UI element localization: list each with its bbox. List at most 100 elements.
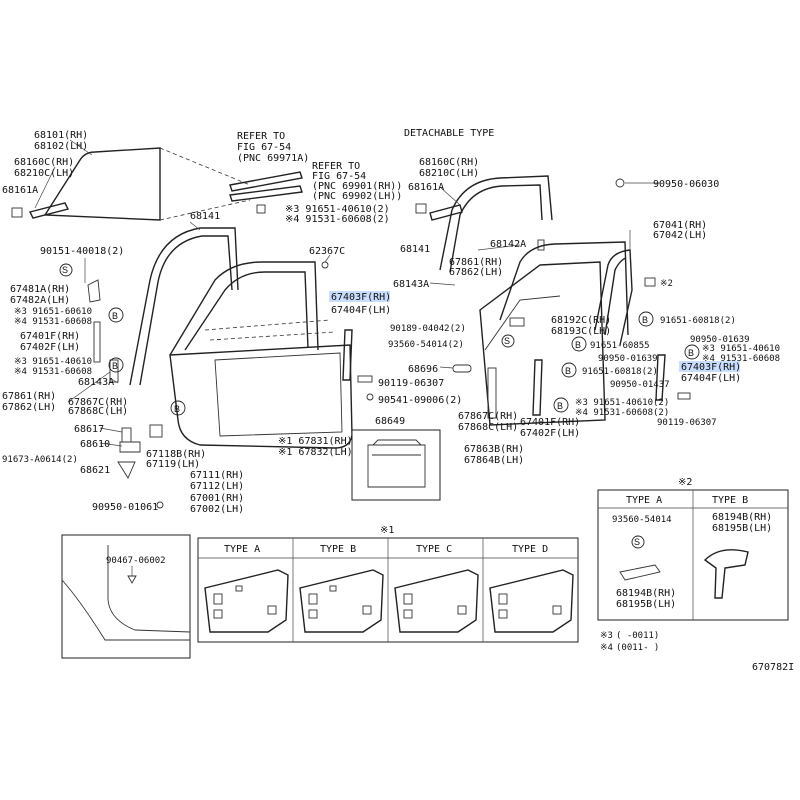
part-label[interactable]: ※2 [660, 279, 673, 289]
r-bracket-68192c [509, 317, 525, 327]
part-label[interactable]: ※4 91531-60608(2) [575, 408, 669, 418]
part-label[interactable]: 90950-01061 [92, 502, 158, 513]
part-label[interactable]: 67863B(RH) [464, 444, 524, 455]
part-label[interactable]: ※4 91531-60608 [702, 354, 780, 364]
part-label[interactable]: 67001(RH) [190, 493, 244, 504]
r-hinge-note2 [644, 277, 656, 287]
part-label[interactable]: 68194B(RH) [616, 588, 676, 599]
part-label[interactable]: 67111(RH) [190, 470, 244, 481]
part-label[interactable]: 68194B(RH) [712, 512, 772, 523]
part-label[interactable]: 67041(RH) [653, 220, 707, 231]
part-label[interactable]: 67119(LH) [146, 459, 200, 470]
part-label[interactable]: 68161A [2, 185, 38, 196]
type-a-header: TYPE A [224, 544, 260, 555]
part-label-highlighted[interactable]: 67403F(RH) [681, 362, 741, 373]
part-label[interactable]: 90189-04042(2) [390, 324, 466, 334]
part-label[interactable]: ※4 91531-60608(2) [285, 214, 390, 225]
part-label[interactable]: 67861(RH) [2, 391, 56, 402]
part-label[interactable]: 67867C(RH) [68, 397, 128, 408]
part-label[interactable]: 91651-60855 [590, 341, 650, 351]
part-label[interactable]: 67118B(RH) [146, 449, 206, 460]
part-label[interactable]: 68649 [375, 416, 405, 427]
detachable-type-title: DETACHABLE TYPE [404, 128, 494, 139]
part-label[interactable]: ※3 91651-60610 [14, 307, 92, 317]
part-label[interactable]: 67481A(RH) [10, 284, 70, 295]
part-label[interactable]: 68193C(LH) [551, 326, 611, 337]
part-label[interactable]: 67404F(LH) [681, 373, 741, 384]
part-label[interactable]: 68161A [408, 182, 444, 193]
marker-b-5-text: B [565, 366, 571, 376]
highlight-box-right [679, 361, 740, 372]
part-label[interactable]: 68102(LH) [34, 141, 88, 152]
part-label[interactable]: 67112(LH) [190, 481, 244, 492]
part-label[interactable]: ※4 91531-60608 [14, 367, 92, 377]
marker-b-4-text: B [575, 340, 581, 350]
left-part-labels: 68101(RH) 68102(LH) 68160C(RH) 68210C(LH… [2, 130, 462, 515]
part-label[interactable]: 93560-54014 [612, 515, 672, 525]
type-c-header: TYPE C [416, 544, 452, 555]
part-label[interactable]: ※1 67831(RH) [278, 436, 353, 447]
part-label[interactable]: 93560-54014(2) [388, 340, 464, 350]
right-part-labels: DETACHABLE TYPE 68160C(RH) 68210C(LH) 68… [388, 128, 780, 466]
hinge-type-a-icon [619, 564, 661, 581]
part-label[interactable]: 67002(LH) [190, 504, 244, 515]
part-label[interactable]: 68621 [80, 465, 110, 476]
part-label[interactable]: 68141 [400, 244, 430, 255]
part-label[interactable]: 62367C [309, 246, 345, 257]
part-label[interactable]: 91673-A0614(2) [2, 455, 78, 465]
clip-90541 [366, 393, 374, 401]
part-label[interactable]: 68142A [490, 239, 526, 250]
part-label[interactable]: 67867C(RH) [458, 411, 518, 422]
part-label[interactable]: 67402F(LH) [520, 428, 580, 439]
part-label[interactable]: ※3 91651-40610 [14, 357, 92, 367]
part-label[interactable]: ※4 91531-60608 [14, 317, 92, 327]
part-label[interactable]: 68192C(RH) [551, 315, 611, 326]
part-label[interactable]: 91651-60818(2) [582, 367, 658, 377]
part-label[interactable]: 90119-06307 [657, 418, 717, 428]
part-label[interactable]: 90467-06002 [106, 556, 166, 566]
part-label[interactable]: 68617 [74, 424, 104, 435]
part-label[interactable]: 68210C(LH) [419, 168, 479, 179]
part-label[interactable]: 67864B(LH) [464, 455, 524, 466]
part-label[interactable]: 67862(LH) [2, 402, 56, 413]
part-label[interactable]: 67862(LH) [449, 267, 503, 278]
part-label[interactable]: 68195B(LH) [616, 599, 676, 610]
part-label[interactable]: 67402F(LH) [20, 342, 80, 353]
refer-note-line: REFER TO [237, 131, 285, 142]
part-label[interactable]: 67861(RH) [449, 257, 503, 268]
part-label[interactable]: 68610 [80, 439, 110, 450]
part-label[interactable]: 90950-06030 [653, 179, 719, 190]
part-label[interactable]: 68195B(LH) [712, 523, 772, 534]
part-label[interactable]: 90119-06307 [378, 378, 444, 389]
r-regulator-67403f [655, 354, 666, 401]
part-label[interactable]: 67401F(RH) [520, 417, 580, 428]
part-label[interactable]: ※1 67832(LH) [278, 447, 353, 458]
part-label[interactable]: 68210C(LH) [14, 168, 74, 179]
part-label[interactable]: 67042(LH) [653, 230, 707, 241]
part-label[interactable]: 67868C(LH) [68, 406, 128, 417]
part-label[interactable]: ※3 91651-40610(2) [285, 204, 390, 215]
refer-strip-upper [229, 171, 303, 192]
part-label[interactable]: 68696 [408, 364, 438, 375]
part-label[interactable]: 68143A [78, 377, 114, 388]
part-label[interactable]: 90950-01639 [598, 354, 658, 364]
part-label[interactable]: 67868C(LH) [458, 422, 518, 433]
part-label[interactable]: 91651-60818(2) [660, 316, 736, 326]
part-label[interactable]: 67482A(LH) [10, 295, 70, 306]
part-label-highlighted[interactable]: 67403F(RH) [331, 292, 391, 303]
part-label[interactable]: 90950-01437 [610, 380, 670, 390]
part-label[interactable]: 67401F(RH) [20, 331, 80, 342]
type-b-header: TYPE B [320, 544, 356, 555]
part-label[interactable]: 67404F(LH) [331, 305, 391, 316]
part-label[interactable]: 68160C(RH) [14, 157, 74, 168]
marker-b-6-text: B [642, 315, 648, 325]
part-label[interactable]: 90151-40018(2) [40, 246, 124, 257]
part-label[interactable]: 68141 [190, 211, 220, 222]
part-label[interactable]: 68143A [393, 279, 429, 290]
part-label[interactable]: ※3 91651-40610(2) [575, 398, 669, 408]
part-label[interactable]: 90950-01639 [690, 335, 750, 345]
part-label[interactable]: 68160C(RH) [419, 157, 479, 168]
part-label[interactable]: ※3 91651-40610 [702, 344, 780, 354]
part-label[interactable]: 90541-09006(2) [378, 395, 462, 406]
part-label[interactable]: 68101(RH) [34, 130, 88, 141]
